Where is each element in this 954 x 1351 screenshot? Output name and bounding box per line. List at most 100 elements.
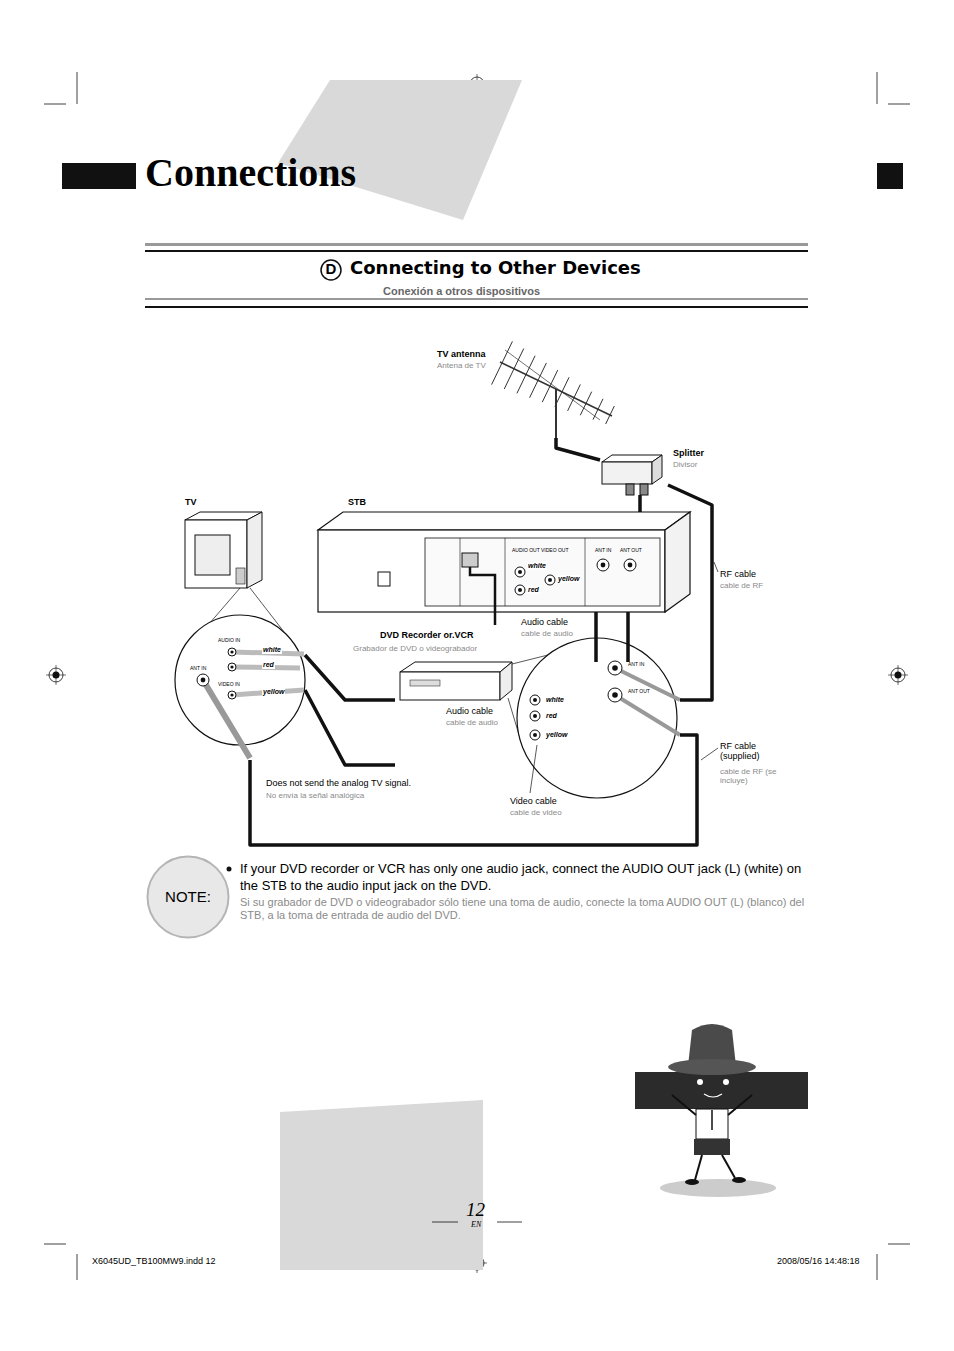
jack-name: ANT OUT bbox=[627, 689, 651, 695]
jack-name: ANT OUT bbox=[620, 548, 642, 554]
registration-mark bbox=[898, 665, 899, 685]
crop-mark bbox=[877, 72, 878, 104]
section-heading: Connecting to Other Devices bbox=[350, 258, 641, 279]
jack bbox=[518, 588, 522, 592]
jack bbox=[518, 570, 522, 574]
signal-note-spanish: No envía la señal analógica bbox=[266, 791, 364, 800]
page-band bbox=[280, 1100, 483, 1270]
mascot-eye bbox=[697, 1079, 703, 1085]
tv-body bbox=[247, 512, 262, 588]
mascot-arm bbox=[672, 1095, 696, 1115]
mascot-mouth bbox=[704, 1094, 722, 1097]
cable bbox=[626, 612, 630, 662]
mascot-shorts bbox=[694, 1139, 730, 1155]
crop-mark bbox=[77, 1254, 78, 1280]
disc-tray bbox=[410, 680, 440, 686]
mascot-leg bbox=[695, 1155, 702, 1180]
mascot-band bbox=[635, 1072, 808, 1109]
page-language: EN bbox=[471, 1220, 481, 1229]
jack bbox=[230, 650, 233, 653]
cable-label-spanish: cable de audio bbox=[446, 718, 498, 727]
mascot-shoe bbox=[732, 1177, 746, 1183]
jack bbox=[533, 698, 537, 702]
crop-mark bbox=[888, 1244, 910, 1245]
section-letter: D bbox=[324, 260, 338, 277]
device-label: NOTE: bbox=[165, 888, 211, 905]
jack bbox=[530, 695, 540, 705]
signal-note: Does not send the analog TV signal. bbox=[266, 778, 411, 788]
leader-line bbox=[701, 748, 718, 760]
antenna-element bbox=[606, 406, 615, 424]
page-title: Connections bbox=[145, 150, 356, 196]
jack bbox=[597, 559, 609, 571]
crop-mark bbox=[888, 104, 910, 105]
recorder-body bbox=[400, 662, 512, 672]
note-circle: NOTE: bbox=[146, 855, 230, 939]
rule-line bbox=[145, 250, 808, 252]
bullet bbox=[227, 867, 232, 872]
jack-name: AUDIO IN bbox=[218, 638, 240, 644]
cable bbox=[305, 690, 395, 765]
plug bbox=[615, 668, 680, 700]
splitter-node: SplitterDivisor bbox=[600, 448, 668, 495]
cable bbox=[556, 438, 600, 460]
antenna-element bbox=[517, 356, 535, 394]
power-plug bbox=[462, 553, 478, 567]
splitter-plug bbox=[640, 484, 648, 495]
cable-label: Audio cable bbox=[446, 706, 493, 716]
device-label: Splitter bbox=[673, 448, 704, 458]
section-subheading: Conexión a otros dispositivos bbox=[383, 285, 540, 298]
plug-color: white bbox=[262, 646, 282, 654]
jack bbox=[533, 714, 537, 718]
device-label: STB bbox=[348, 497, 366, 507]
dvd-node: DVD Recorder or.VCRGrabador de DVD o vid… bbox=[395, 662, 680, 800]
cable bbox=[250, 735, 697, 845]
jack bbox=[545, 575, 555, 585]
cable-label: RF cable bbox=[720, 569, 756, 579]
title-bar bbox=[62, 163, 136, 189]
mascot-tie bbox=[711, 1110, 713, 1130]
cable-label: Video cable bbox=[510, 796, 557, 806]
recorder-body bbox=[400, 672, 500, 700]
cable bbox=[638, 495, 642, 512]
antenna-node: TV antennaAntena de TV bbox=[500, 345, 610, 438]
mascot-leg bbox=[722, 1155, 735, 1178]
splitter-body bbox=[602, 462, 652, 484]
rule-line bbox=[145, 298, 808, 300]
jack-name: ANT IN bbox=[595, 548, 611, 554]
plug bbox=[203, 680, 250, 758]
jack bbox=[628, 563, 633, 568]
jack-name: VIDEO IN bbox=[218, 682, 240, 688]
jack bbox=[515, 585, 525, 595]
cable bbox=[668, 485, 712, 700]
stb-body bbox=[665, 512, 690, 612]
note-text-spanish: Si su grabador de DVD o videograbador só… bbox=[240, 896, 805, 922]
print-slug: X6045UD_TB100MW9.indd 12 bbox=[92, 1256, 216, 1266]
cable-label-spanish: cable de RF (se incluye) bbox=[720, 767, 778, 785]
crop-mark bbox=[44, 1244, 66, 1245]
device-label: TV bbox=[185, 497, 197, 507]
power-switch bbox=[378, 572, 390, 586]
tv-screen bbox=[195, 535, 230, 575]
plug bbox=[615, 695, 680, 735]
plug-color: red bbox=[527, 586, 540, 594]
device-label-spanish: Grabador de DVD o videograbador bbox=[353, 644, 477, 653]
plug-color: white bbox=[545, 696, 565, 704]
jack bbox=[624, 559, 636, 571]
jack bbox=[608, 661, 622, 675]
antenna-element bbox=[580, 392, 591, 416]
page-rule bbox=[497, 1222, 522, 1223]
recorder-body bbox=[500, 662, 512, 700]
jack bbox=[515, 567, 525, 577]
jack bbox=[612, 692, 618, 698]
splitter-body bbox=[652, 455, 662, 484]
tv-jack-panel bbox=[236, 568, 245, 584]
zoom-circle bbox=[175, 615, 305, 745]
plug-color: yellow bbox=[262, 688, 285, 696]
jack bbox=[530, 730, 540, 740]
title-bar bbox=[877, 163, 903, 189]
jack bbox=[533, 733, 537, 737]
